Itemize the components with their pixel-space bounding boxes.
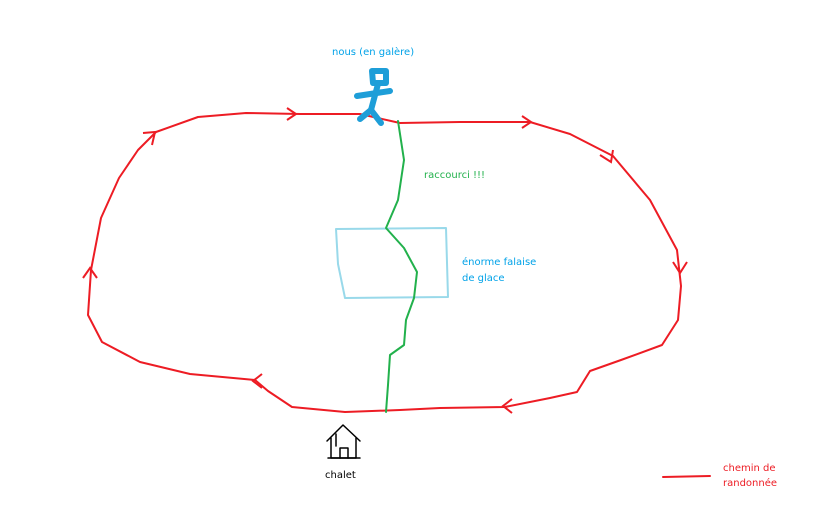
direction-arrow-icon — [251, 373, 263, 389]
stick-figure-icon — [354, 68, 393, 126]
direction-arrow-icon — [599, 149, 614, 164]
ice-cliff-rectangle — [335, 227, 449, 299]
hiking-trail-loop — [87, 112, 682, 413]
ice-cliff-label: énorme falaise de glace — [462, 255, 536, 287]
ice-cliff-label-line2: de glace — [462, 273, 505, 284]
direction-arrow-icon — [142, 130, 157, 146]
person-label: nous (en galère) — [332, 47, 415, 58]
ice-cliff-label-line1: énorme falaise — [462, 257, 537, 268]
shortcut-path — [385, 120, 418, 413]
direction-arrow-icon — [286, 107, 298, 121]
direction-arrow-icon — [672, 261, 688, 275]
legend-label: chemin de randonnée — [723, 461, 777, 491]
legend-trail-swatch — [662, 475, 711, 478]
direction-arrow-icon — [501, 398, 513, 414]
direction-arrow-icon — [82, 266, 98, 279]
direction-arrow-icon — [521, 115, 533, 129]
chalet-label: chalet — [325, 470, 356, 481]
house-icon — [326, 424, 361, 459]
shortcut-label: raccourci !!! — [424, 170, 486, 181]
legend-label-line2: randonnée — [723, 478, 778, 489]
legend-label-line1: chemin de — [723, 463, 776, 474]
